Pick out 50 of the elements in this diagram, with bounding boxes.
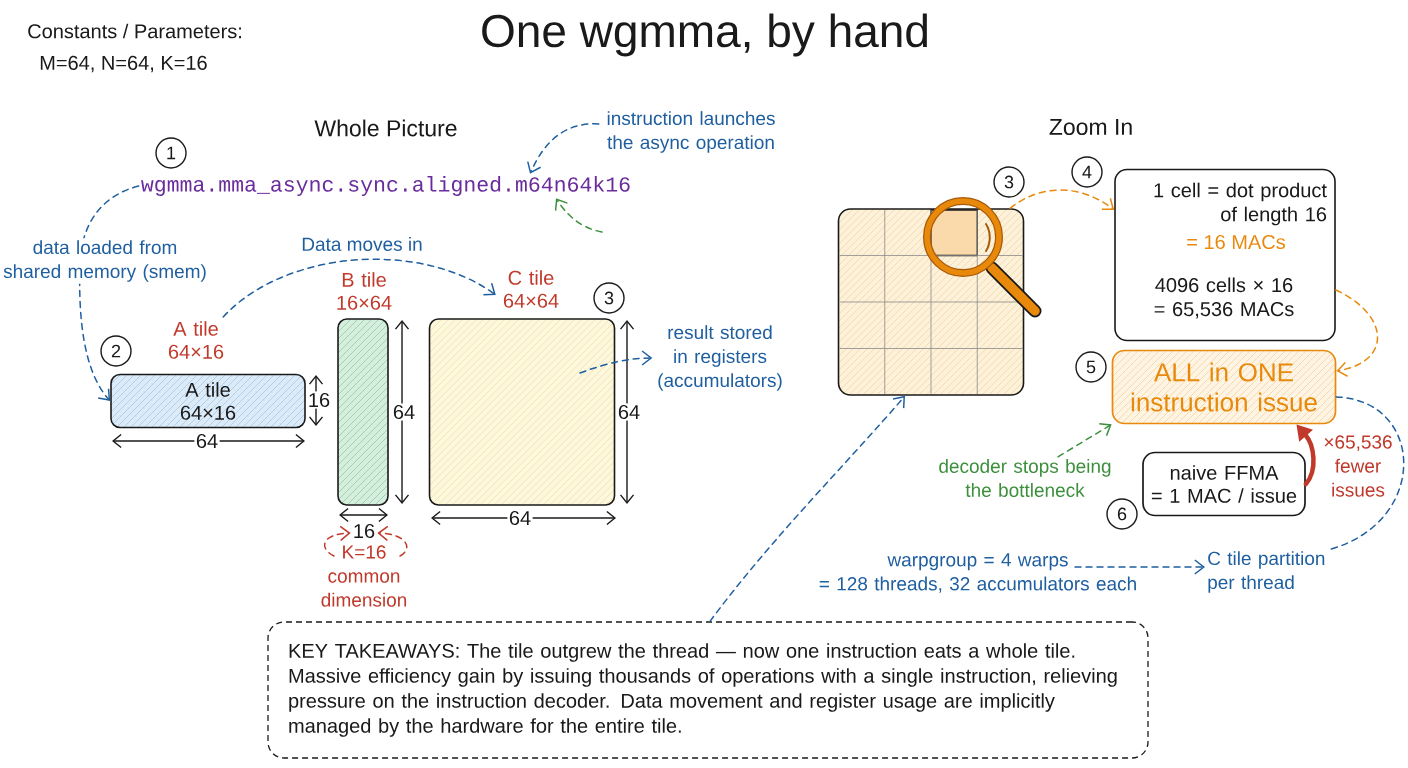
connector-line — [1330, 396, 1405, 550]
tile-grid — [837, 208, 1025, 396]
section-heading: Whole Picture — [314, 119, 457, 137]
annotation-text: result stored in registers (accumulators) — [658, 325, 782, 391]
callout-number: 4 — [1071, 156, 1103, 188]
arrow — [222, 258, 496, 318]
dimension-label: 16 — [306, 391, 332, 409]
dimension-label: 64 — [616, 403, 642, 421]
tile-label: A tile 64×16 — [168, 321, 224, 359]
section-heading: Zoom In — [1049, 118, 1132, 135]
tile-label: B tile 16×64 — [337, 272, 392, 310]
callout-number: 2 — [100, 335, 132, 367]
note-box: KEY TAKEAWAYS: The tile outgrew the thread — now one instruction eats a whole tile. Massive efficiency gain by issuing thousands of operations with a single instruction, relieving pressure on the instruction decoder. Data movement and register usage are implicitly managed by the hardware for the entire tile. — [267, 621, 1149, 759]
arrow — [78, 185, 140, 401]
tile-label: C tile 64×64 — [503, 270, 559, 308]
callout-number: 5 — [1075, 351, 1107, 383]
annotation-text: K=16 common dimension — [321, 545, 407, 607]
text-box: naive FFMA = 1 MAC / issue — [1142, 451, 1306, 517]
arrow — [323, 525, 351, 557]
parameter-text: M=64, N=64, K=16 — [40, 55, 207, 73]
annotation-text: decoder stops being the bottleneck — [939, 459, 1111, 497]
matrix-tile: A tile 64×16 — [110, 373, 306, 429]
arrow — [377, 525, 408, 557]
annotation-text: warpgroup = 4 warps = 128 threads, 32 accumulators each — [819, 553, 1136, 593]
arrow — [579, 350, 653, 374]
callout-number: 6 — [1106, 498, 1138, 530]
arrow — [1074, 559, 1205, 575]
text-box: 1 cell = dot product of length 16 = 16 MACs 4096 cells × 16 = 65,536 MACs — [1114, 168, 1336, 342]
dimension-label: 64 — [194, 432, 220, 450]
code-text: wgmma.mma_async.sync.aligned.m64n64k16 — [141, 176, 630, 197]
arrow — [1057, 422, 1112, 458]
arrow — [1335, 289, 1379, 377]
arrow — [1009, 189, 1115, 211]
title: One wgmma, by hand — [482, 13, 927, 57]
dimension-label: 64 — [507, 509, 533, 527]
edge-label: Data moves in — [299, 235, 425, 253]
arrow — [709, 395, 905, 623]
edge-label: ×65,536 fewer issues — [1324, 435, 1392, 497]
parameter-text: Constants / Parameters: — [28, 23, 241, 39]
callout-number: 3 — [993, 166, 1025, 198]
edge-label: data loaded from shared memory (smem) — [0, 238, 211, 284]
callout-number: 1 — [155, 137, 187, 169]
arrow — [554, 198, 603, 233]
annotation-text: instruction launches the async operation — [607, 111, 775, 153]
callout-number: 3 — [593, 282, 625, 314]
dimension-label: 64 — [391, 403, 417, 421]
dimension-label: 16 — [354, 523, 375, 539]
annotation-text: C tile partition per thread — [1208, 551, 1325, 593]
highlight-box: ALL in ONE instruction issue — [1111, 349, 1337, 425]
arrow — [527, 123, 600, 174]
